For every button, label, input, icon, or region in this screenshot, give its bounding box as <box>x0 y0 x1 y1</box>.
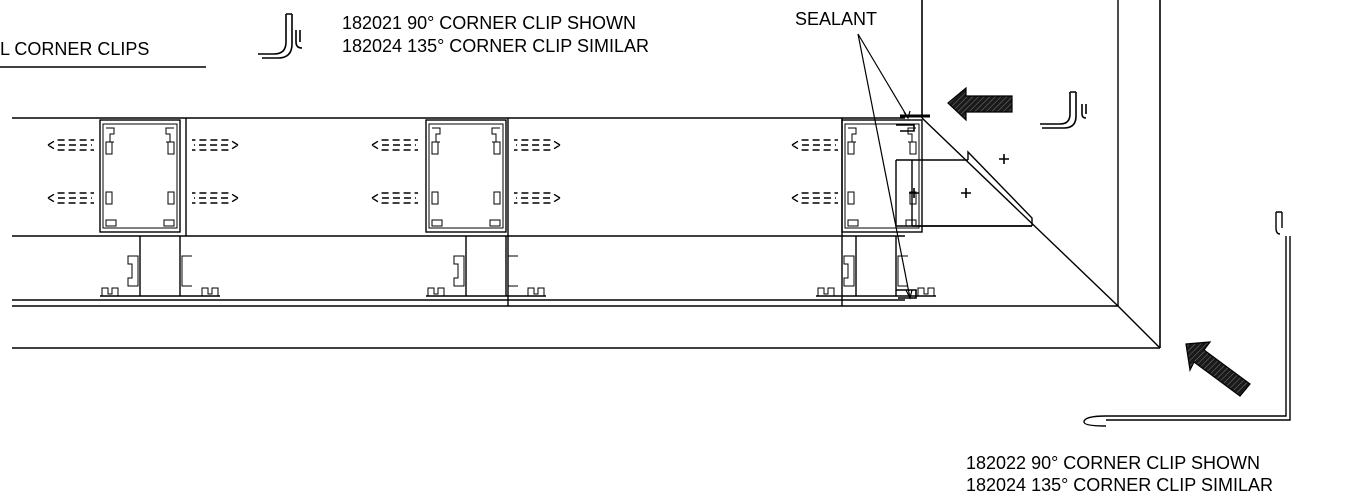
mullion-unit-1 <box>99 118 221 297</box>
arrow-top-left-pointing <box>947 86 1013 122</box>
top-corner-clip-icon <box>258 13 303 59</box>
bottom-clip-label-line2: 182024 135° CORNER CLIP SIMILAR <box>966 475 1274 495</box>
mullion-unit-3 <box>815 118 937 306</box>
right-corner-clip-icon <box>1040 91 1087 129</box>
sealant-label: SEALANT <box>795 9 878 29</box>
fastener-marks <box>909 154 1009 198</box>
frame-lines <box>12 117 1160 349</box>
sealant-leader-lines <box>857 33 913 300</box>
arrow-bottom-diagonal <box>1185 341 1251 397</box>
bottom-clip-label-line1: 182022 90° CORNER CLIP SHOWN <box>966 453 1260 473</box>
top-clip-label-line1: 182021 90° CORNER CLIP SHOWN <box>342 13 636 33</box>
fasteners <box>47 139 839 204</box>
wall-frame <box>921 0 1161 349</box>
top-clip-label-line2: 182024 135° CORNER CLIP SIMILAR <box>342 36 650 56</box>
corner-clips-heading: L CORNER CLIPS <box>0 39 150 59</box>
mullion-unit-2 <box>425 118 547 306</box>
bottom-corner-clip-shape <box>1083 211 1291 427</box>
